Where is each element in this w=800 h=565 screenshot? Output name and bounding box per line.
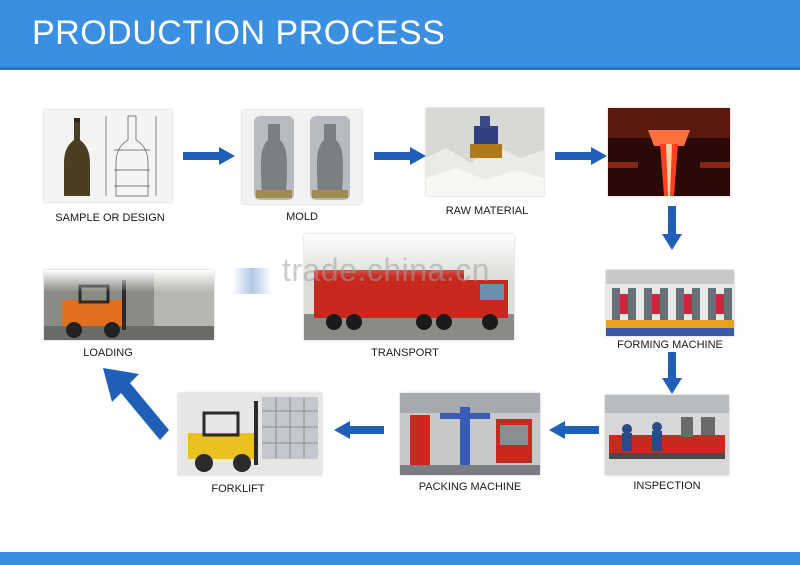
label-loading: LOADING bbox=[44, 347, 172, 359]
page-title: PRODUCTION PROCESS bbox=[32, 14, 445, 53]
label-inspection: INSPECTION bbox=[605, 480, 729, 492]
label-forklift: FORKLIFT bbox=[178, 483, 298, 495]
arrow-right-icon bbox=[183, 147, 235, 165]
arrow-right-icon bbox=[555, 147, 607, 165]
header-bar: PRODUCTION PROCESS bbox=[0, 0, 800, 70]
arrow-down-icon bbox=[662, 352, 682, 394]
arrow-left-icon bbox=[549, 421, 599, 439]
footer-bar bbox=[0, 552, 800, 565]
label-transport: TRANSPORT bbox=[330, 347, 480, 359]
blur-haze bbox=[232, 268, 272, 294]
packing-machine-photo bbox=[400, 393, 540, 475]
arrow-down-icon bbox=[662, 206, 682, 250]
forming-machine-photo bbox=[606, 270, 734, 336]
label-mold: MOLD bbox=[242, 211, 362, 223]
label-packing-machine: PACKING MACHINE bbox=[396, 481, 544, 493]
arrow-up-left-icon bbox=[103, 368, 169, 440]
mold-photo bbox=[242, 110, 362, 204]
label-raw-material: RAW MATERIAL bbox=[426, 205, 548, 217]
label-sample-or-design: SAMPLE OR DESIGN bbox=[44, 212, 176, 224]
label-forming-machine: FORMING MACHINE bbox=[600, 339, 740, 351]
watermark: trade.china.cn bbox=[282, 252, 490, 289]
loading-photo bbox=[44, 270, 214, 340]
inspection-photo bbox=[605, 395, 729, 475]
raw-material-photo bbox=[426, 108, 544, 196]
arrow-left-icon bbox=[334, 421, 384, 439]
furnace-photo bbox=[608, 108, 730, 196]
bottle-photo bbox=[44, 110, 172, 202]
forklift-photo bbox=[178, 393, 322, 475]
arrow-right-icon bbox=[374, 147, 426, 165]
